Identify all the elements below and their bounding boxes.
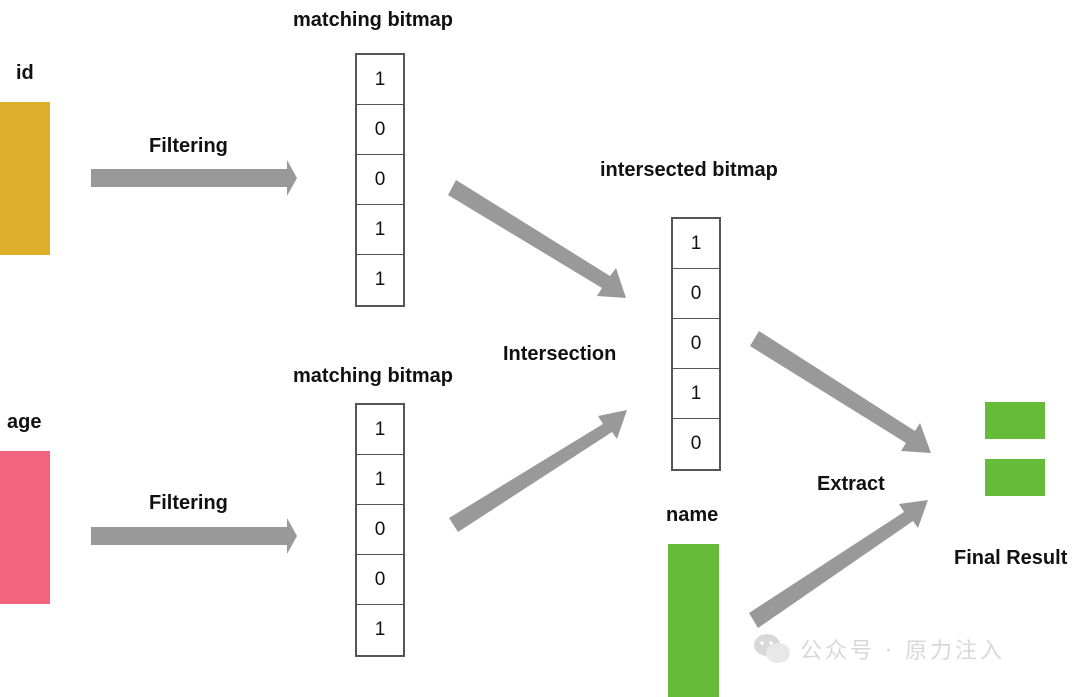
- final-result-label: Final Result: [954, 547, 1068, 569]
- watermark: 公众号 · 原力注入: [752, 632, 1005, 666]
- intersected-bitmap-cell: 0: [690, 433, 702, 454]
- matching-bitmap-bottom-cell: 0: [357, 505, 403, 555]
- watermark-text: 公众号 · 原力注入: [800, 639, 1005, 664]
- intersection-arrow-bottom: [449, 410, 627, 532]
- name-column-label: name: [666, 504, 719, 526]
- intersected-bitmap-cell: 0: [673, 269, 719, 319]
- matching-bitmap-top-cell: 0: [357, 105, 403, 155]
- final-result-row-2: [985, 459, 1045, 496]
- intersected-bitmap-cell: 1: [673, 369, 719, 419]
- extract-arrow-top: [750, 331, 931, 453]
- matching-bitmap-bottom-cell: 1: [357, 405, 403, 455]
- matching-bitmap-bottom-cell: 0: [357, 555, 403, 605]
- matching-bitmap-top-cell: 1: [357, 55, 403, 105]
- intersected-bitmap-cell: 1: [673, 219, 719, 269]
- filter-arrow-top: [91, 160, 297, 196]
- matching-bitmap-bottom-cell: 1: [374, 619, 386, 640]
- matching-bitmap-title-bottom: matching bitmap: [293, 365, 454, 387]
- matching-bitmap-top-cell: 0: [357, 155, 403, 205]
- filter-arrow-bottom: [91, 518, 297, 554]
- extract-arrow-bottom: [749, 500, 928, 628]
- matching-bitmap-title-top: matching bitmap: [293, 9, 454, 31]
- age-column-label: age: [7, 411, 42, 433]
- filtering-label-top: Filtering: [149, 135, 228, 157]
- id-column-label: id: [16, 62, 34, 84]
- intersection-label: Intersection: [503, 343, 617, 365]
- wechat-icon: [754, 634, 790, 663]
- matching-bitmap-bottom-cell: 1: [357, 455, 403, 505]
- extract-label: Extract: [817, 473, 885, 495]
- name-column-block: [668, 544, 719, 697]
- intersected-bitmap-title: intersected bitmap: [600, 159, 778, 181]
- intersected-bitmap-cell: 0: [673, 319, 719, 369]
- id-column-block: [0, 102, 50, 255]
- final-result-row-1: [985, 402, 1045, 439]
- matching-bitmap-top-cell: 1: [357, 205, 403, 255]
- intersection-arrow-top: [448, 180, 626, 298]
- age-column-block: [0, 451, 50, 604]
- filtering-label-bottom: Filtering: [149, 492, 228, 514]
- matching-bitmap-top-cell: 1: [374, 269, 386, 290]
